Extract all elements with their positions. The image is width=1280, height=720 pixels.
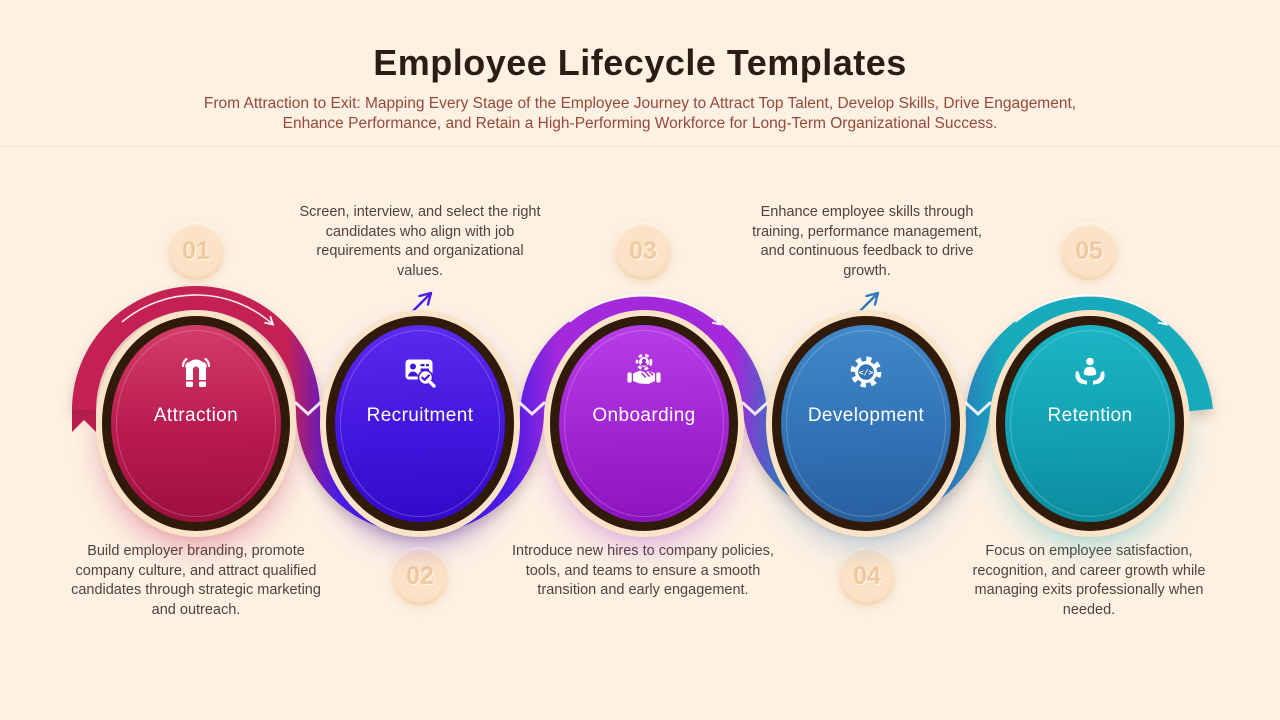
stage-description-development: Enhance employee skills through training… <box>752 204 982 279</box>
stage-description-onboarding: Introduce new hires to company policies,… <box>512 543 774 598</box>
stage-number-badge-02: 02 <box>391 547 449 605</box>
stage-label: Recruitment <box>366 405 474 426</box>
stage-number-badge-05: 05 <box>1060 222 1118 280</box>
stage-circle-retention: Retention <box>996 316 1184 531</box>
stage-label: Onboarding <box>592 405 696 426</box>
stage-label: Retention <box>1047 405 1133 426</box>
stage-description-retention: Focus on employee satisfaction, recognit… <box>972 543 1206 618</box>
header-divider <box>0 146 1280 147</box>
candidate-search-icon <box>405 359 436 388</box>
chevron-junction-2 <box>518 401 546 417</box>
stage-description-recruitment: Screen, interview, and select the right … <box>299 204 541 279</box>
up-right-arrow-recruitment <box>405 291 433 319</box>
flow-arrow-retention <box>1014 294 1168 326</box>
stage-number-badge-01: 01 <box>167 222 225 280</box>
stage-circle-development: </> Development <box>772 316 960 531</box>
subtitle: From Attraction to Exit: Mapping Every S… <box>0 94 1280 134</box>
ribbon-junction-chevrons <box>294 401 992 417</box>
stage-circle-recruitment: Recruitment <box>326 316 514 531</box>
stage-number-badge-04: 04 <box>838 547 896 605</box>
ribbon-tail <box>72 406 96 432</box>
page-title: Employee Lifecycle Templates <box>373 42 907 83</box>
chevron-junction-4 <box>964 401 992 417</box>
stage-circle-attraction: Attraction <box>102 316 290 531</box>
stage-number-badge-03: 03 <box>614 222 672 280</box>
stage-label: Development <box>807 405 925 426</box>
subtitle-line-2: Enhance Performance, and Retain a High-P… <box>282 115 998 132</box>
chevron-junction-1 <box>294 401 322 417</box>
header: Employee Lifecycle Templates From Attrac… <box>0 0 1280 134</box>
subtitle-line-1: From Attraction to Exit: Mapping Every S… <box>203 95 1077 112</box>
up-right-arrow-development <box>852 291 880 319</box>
magnet-icon <box>181 357 211 387</box>
flow-arrow-attraction <box>121 294 275 326</box>
stage-circle-onboarding: Onboarding <box>550 316 738 531</box>
flow-arrow-onboarding <box>568 294 722 326</box>
stage-label: Attraction <box>153 405 239 426</box>
stage-description-attraction: Build employer branding, promote company… <box>71 543 321 618</box>
ribbon-wave-path <box>72 286 1213 534</box>
handshake-icon <box>627 353 661 384</box>
svg-text:</>: </> <box>859 368 874 377</box>
chevron-junction-3 <box>741 401 769 417</box>
gear-code-icon: </> <box>850 356 882 388</box>
hands-person-icon <box>1075 357 1105 385</box>
